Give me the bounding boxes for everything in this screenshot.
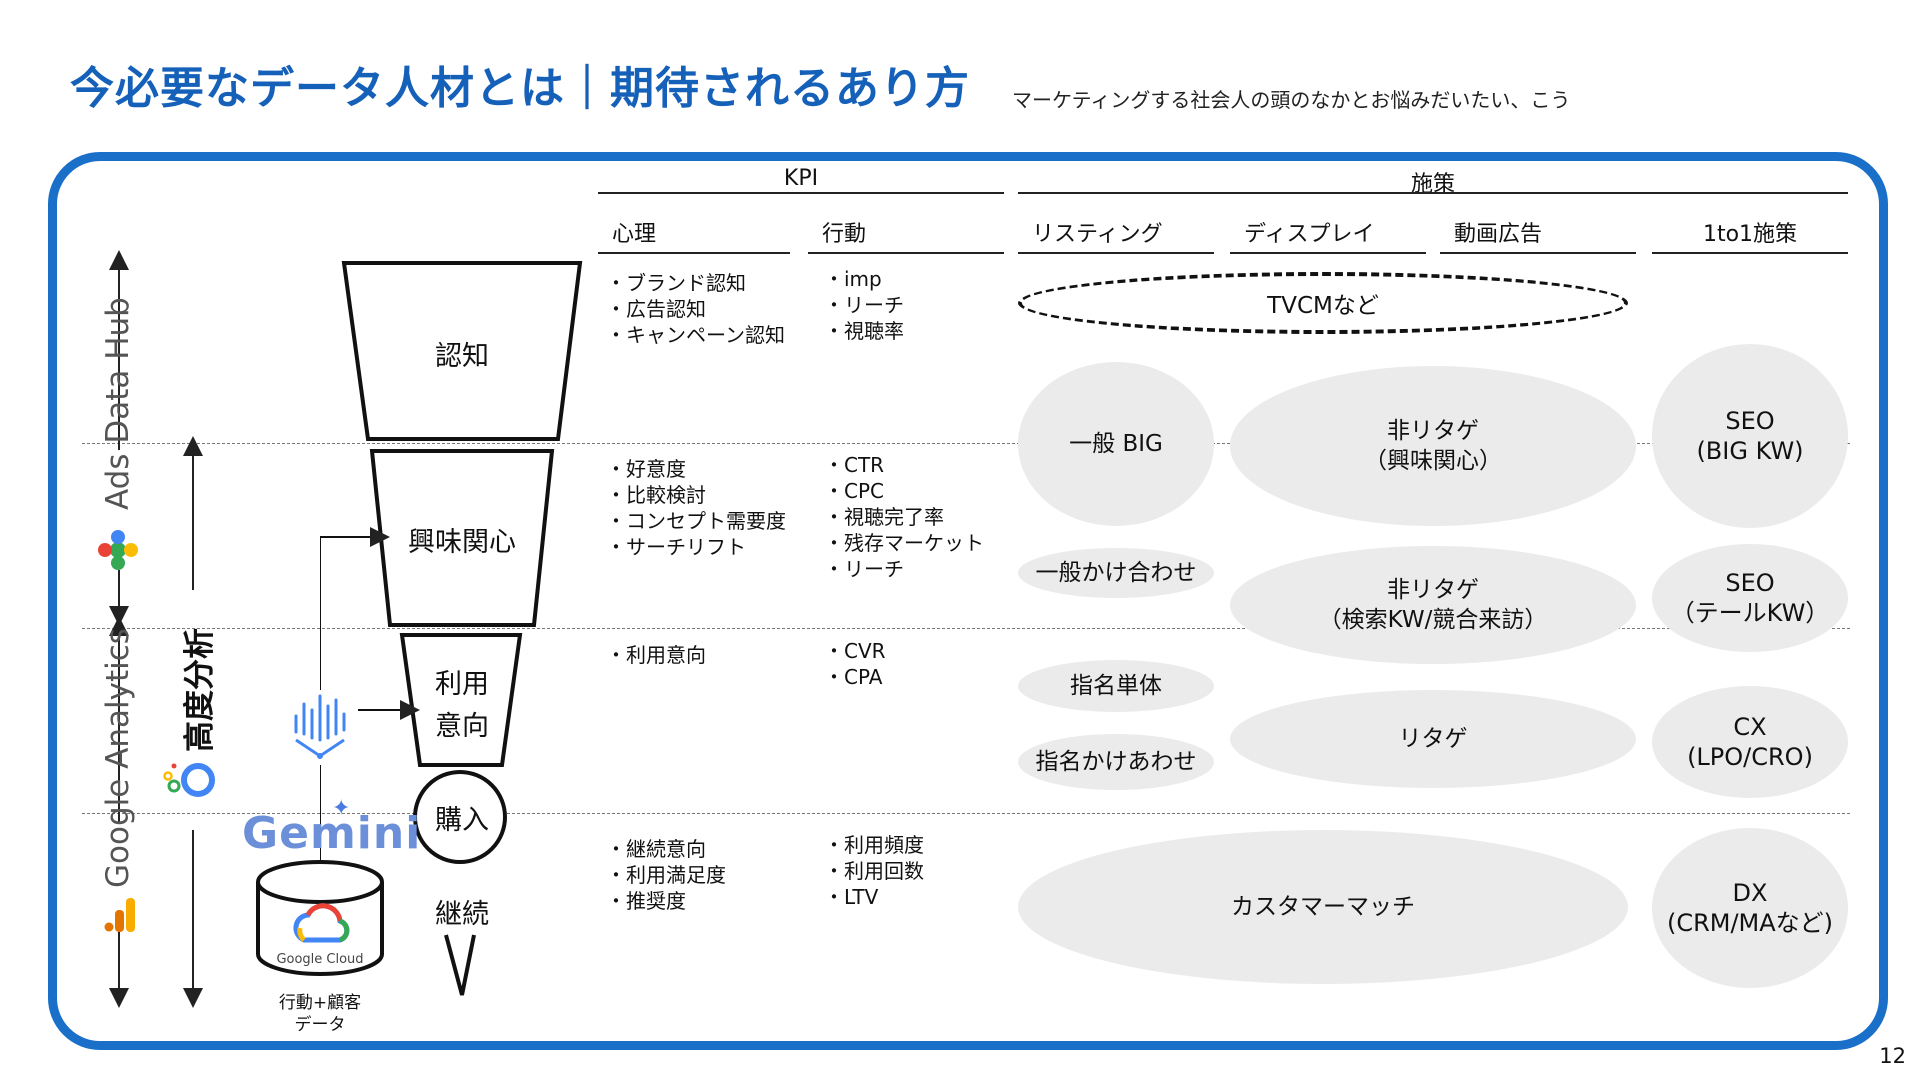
list-item: サーチリフト bbox=[606, 534, 786, 560]
ads-data-hub-label: Ads Data Hub bbox=[100, 297, 136, 510]
measure-non-retarget-interest: 非リタゲ （興味関心） bbox=[1230, 366, 1636, 526]
header-behavior: 行動 bbox=[822, 222, 867, 247]
measure-seo-tail: SEO （テールKW） bbox=[1652, 544, 1848, 652]
list-item: 視聴完了率 bbox=[824, 504, 984, 530]
list-item: 残存マーケット bbox=[824, 530, 984, 556]
list-item: CPA bbox=[824, 664, 886, 690]
funnel-stage-keizoku bbox=[444, 934, 476, 996]
google-analytics-label: Google Analytics bbox=[100, 628, 136, 888]
header-psychology-line bbox=[598, 252, 790, 254]
list-item: CTR bbox=[824, 452, 984, 478]
data-caption: 行動+顧客 データ bbox=[262, 992, 378, 1036]
measure-ippan-big: 一般 BIG bbox=[1018, 362, 1214, 526]
list-item: LTV bbox=[824, 884, 924, 910]
google-cloud-database bbox=[256, 860, 384, 976]
list-item: コンセプト需要度 bbox=[606, 508, 786, 534]
measure-shimei-tantai: 指名単体 bbox=[1018, 660, 1214, 712]
kpi-kyomi-behav: CTR CPC 視聴完了率 残存マーケット リーチ bbox=[824, 452, 984, 582]
measure-retarget: リタゲ bbox=[1230, 690, 1636, 788]
gemini-logo: Gemini bbox=[242, 808, 422, 859]
looker-icon bbox=[163, 763, 215, 797]
header-listing-line bbox=[1018, 252, 1214, 254]
measure-customer-match: カスタマーマッチ bbox=[1018, 830, 1628, 984]
list-item: 利用意向 bbox=[606, 642, 706, 668]
list-item: リーチ bbox=[824, 556, 984, 582]
header-kpi: KPI bbox=[783, 166, 819, 191]
list-item: 視聴率 bbox=[824, 318, 904, 344]
row-separator-2 bbox=[82, 628, 1850, 629]
list-item: CVR bbox=[824, 638, 886, 664]
measure-shimei-kakeawase: 指名かけあわせ bbox=[1018, 734, 1214, 790]
list-item: 利用回数 bbox=[824, 858, 924, 884]
list-item: 広告認知 bbox=[606, 296, 785, 322]
funnel-stage-kyomi bbox=[369, 449, 555, 627]
gemini-sparkle-icon: ✦ bbox=[332, 796, 351, 821]
kpi-ikou-behav: CVR CPA bbox=[824, 638, 886, 690]
funnel-label-kyomi: 興味関心 bbox=[408, 527, 516, 558]
header-video: 動画広告 bbox=[1454, 222, 1543, 247]
header-one-to-one: 1to1施策 bbox=[1702, 222, 1798, 247]
list-item: CPC bbox=[824, 478, 984, 504]
google-cloud-label: Google Cloud bbox=[276, 952, 364, 967]
funnel-label-kounyu: 購入 bbox=[435, 805, 489, 836]
list-item: 比較検討 bbox=[606, 482, 786, 508]
header-display-line bbox=[1230, 252, 1426, 254]
funnel-stage-kounyu bbox=[413, 770, 507, 864]
funnel-stage-ninchi bbox=[341, 261, 583, 441]
list-item: imp bbox=[824, 266, 904, 292]
list-item: 利用頻度 bbox=[824, 832, 924, 858]
kpi-ninchi-behav: imp リーチ 視聴率 bbox=[824, 266, 904, 344]
measure-ippan-kakeawase: 一般かけ合わせ bbox=[1018, 548, 1214, 598]
page-subtitle: マーケティングする社会人の頭のなかとお悩みだいたい、こう bbox=[1012, 88, 1571, 112]
measure-seo-big: SEO (BIG KW) bbox=[1652, 344, 1848, 528]
kpi-keizoku-psych: 継続意向 利用満足度 推奨度 bbox=[606, 836, 726, 914]
data-caption-line1: 行動+顧客 bbox=[278, 993, 362, 1013]
header-behavior-line bbox=[808, 252, 1004, 254]
measure-non-retarget-search: 非リタゲ （検索KW/競合来訪） bbox=[1230, 546, 1636, 664]
page-number: 12 bbox=[1879, 1044, 1906, 1068]
kpi-keizoku-behav: 利用頻度 利用回数 LTV bbox=[824, 832, 924, 910]
funnel-diagram bbox=[320, 261, 583, 996]
header-psychology: 心理 bbox=[612, 222, 657, 247]
header-shisaku-line bbox=[1018, 192, 1848, 194]
measure-cx: CX (LPO/CRO) bbox=[1652, 686, 1848, 798]
kpi-ikou-psych: 利用意向 bbox=[606, 642, 706, 668]
data-caption-line2: データ bbox=[294, 1015, 346, 1035]
funnel-label-riyou: 利用 bbox=[435, 669, 489, 700]
header-video-line bbox=[1440, 252, 1636, 254]
funnel-stage-ikou bbox=[399, 633, 523, 767]
row-separator-3 bbox=[82, 813, 1850, 814]
measure-tvcm-label: TVCMなど bbox=[1267, 293, 1379, 319]
list-item: リーチ bbox=[824, 292, 904, 318]
advanced-analysis-label: 高度分析 bbox=[182, 628, 218, 752]
funnel-label-ninchi: 認知 bbox=[435, 341, 489, 372]
content-frame bbox=[48, 152, 1888, 1050]
page-title: 今必要なデータ人材とは｜期待されるあり方 bbox=[70, 63, 970, 114]
list-item: 利用満足度 bbox=[606, 862, 726, 888]
funnel-label-ikou: 意向 bbox=[435, 711, 489, 742]
kpi-ninchi-psych: ブランド認知 広告認知 キャンペーン認知 bbox=[606, 270, 785, 348]
header-display: ディスプレイ bbox=[1244, 222, 1375, 247]
list-item: 継続意向 bbox=[606, 836, 726, 862]
measure-tvcm: TVCMなど bbox=[1018, 272, 1628, 334]
measure-dx: DX (CRM/MAなど) bbox=[1652, 828, 1848, 988]
ads-data-hub-icon bbox=[98, 530, 138, 570]
kpi-kyomi-psych: 好意度 比較検討 コンセプト需要度 サーチリフト bbox=[606, 456, 786, 560]
header-kpi-line bbox=[598, 192, 1004, 194]
data-pipeline-icon bbox=[294, 694, 346, 759]
list-item: キャンペーン認知 bbox=[606, 322, 785, 348]
header-one-to-one-line bbox=[1652, 252, 1848, 254]
row-separator-1 bbox=[82, 443, 1850, 444]
google-analytics-icon bbox=[104, 898, 135, 932]
list-item: ブランド認知 bbox=[606, 270, 785, 296]
list-item: 推奨度 bbox=[606, 888, 726, 914]
header-listing: リスティング bbox=[1032, 222, 1163, 247]
funnel-label-keizoku: 継続 bbox=[435, 899, 489, 930]
list-item: 好意度 bbox=[606, 456, 786, 482]
